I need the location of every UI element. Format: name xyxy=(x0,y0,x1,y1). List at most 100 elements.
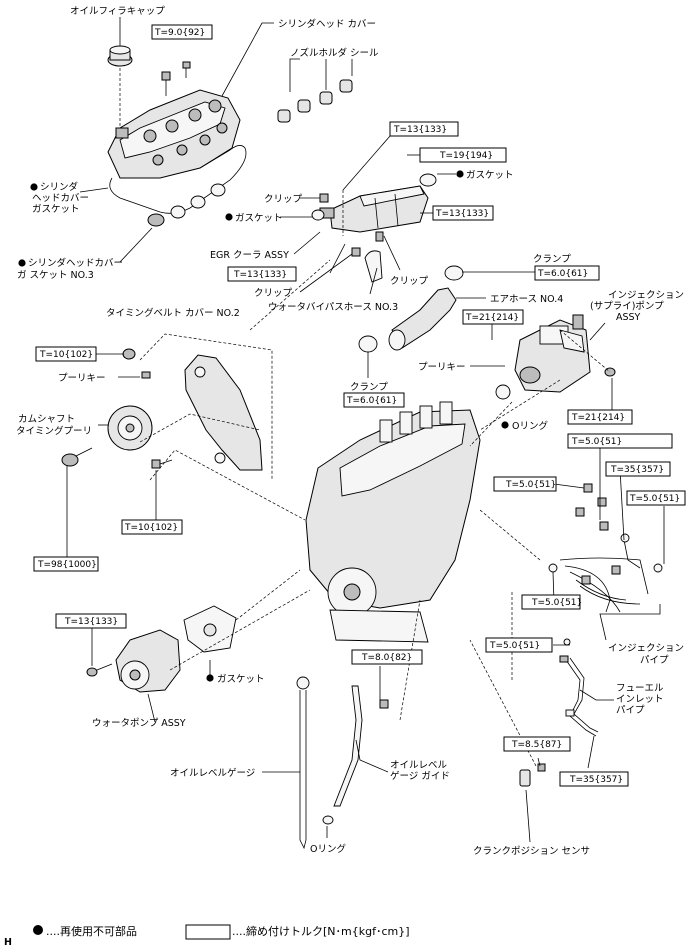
label-cylinder-head-cover-gasket: ガスケット xyxy=(32,204,80,215)
torque-spec-box: T=5.0{51} xyxy=(521,594,582,610)
oil-filler-cap-drawing xyxy=(107,45,133,67)
label-o-ring: Oリング xyxy=(310,843,346,855)
label-fuel-inlet-pipe: パイプ xyxy=(616,705,645,716)
legend-torque-box xyxy=(185,924,231,940)
svg-text:T=6.0{61}: T=6.0{61} xyxy=(537,269,588,279)
label-cylinder-head-cover-gasket-no3: シリンダヘッドカバー xyxy=(28,257,123,269)
label-clip: クリップ xyxy=(264,194,303,205)
part-labels: オイルフィラキャップ シリンダヘッド カバー ノズルホルダ シール シリンダ ヘ… xyxy=(16,6,684,857)
svg-text:T=5.0{51}: T=5.0{51} xyxy=(629,494,680,504)
svg-text:T=6.0{61}: T=6.0{61} xyxy=(346,396,397,406)
label-nozzle-holder-seal: ノズルホルダ シール xyxy=(290,47,379,59)
label-clamp: クランプ xyxy=(350,382,388,393)
torque-spec-box: T=10{102} xyxy=(35,346,97,362)
label-crank-position-sensor: クランクポジション センサ xyxy=(473,846,590,857)
torque-spec-box: T=19{194} xyxy=(419,147,507,163)
label-fuel-inlet-pipe: フューエル xyxy=(616,683,664,694)
label-water-pump-assy: ウォータポンプ ASSY xyxy=(92,718,186,729)
injection-pump-drawing xyxy=(495,314,591,400)
timing-cover-bolt-drawing xyxy=(151,459,173,469)
clamp-upper-drawing xyxy=(444,265,464,281)
svg-text:T=13{133}: T=13{133} xyxy=(233,270,287,280)
label-oil-level-gauge-guide: ゲージ ガイド xyxy=(390,770,450,782)
oil-level-gauge-drawing xyxy=(296,676,310,850)
torque-spec-box: T=5.0{51} xyxy=(567,433,673,449)
svg-text:T=9.0{92}: T=9.0{92} xyxy=(154,28,205,38)
engine-assembly-drawing xyxy=(305,401,481,643)
torque-spec-box: T=9.0{92} xyxy=(151,24,213,40)
egr-cooler-drawing xyxy=(311,173,437,233)
torque-spec-box: T=8.5{87} xyxy=(503,736,571,752)
label-air-hose-no4: エアホース NO.4 xyxy=(490,294,563,305)
torque-spec-box: T=35{357} xyxy=(559,771,629,787)
torque-spec-box: T=6.0{61} xyxy=(534,265,600,281)
svg-text:T=8.5{87}: T=8.5{87} xyxy=(511,740,562,750)
torque-spec-box: T=13{133} xyxy=(389,121,459,137)
cylinder-head-cover-drawing xyxy=(107,89,241,179)
dashed-guide-lines xyxy=(139,190,611,767)
svg-text:T=5.0{51}: T=5.0{51} xyxy=(571,437,622,447)
label-injection-pump-assy: ASSY xyxy=(616,312,641,323)
legend-torque-label: ....締め付けトルク[N･m{kgf･cm}] xyxy=(232,924,410,938)
svg-text:T=35{357}: T=35{357} xyxy=(569,775,623,785)
svg-text:T=5.0{51}: T=5.0{51} xyxy=(505,480,556,490)
label-timing-belt-cover-no2: タイミングベルト カバー NO.2 xyxy=(106,307,240,319)
label-gasket: ガスケット xyxy=(217,674,265,685)
label-injection-pipe: パイプ xyxy=(640,655,669,666)
timing-cover-nut-drawing xyxy=(122,348,136,360)
label-egr-cooler-assy: EGR クーラ ASSY xyxy=(210,250,289,261)
fuel-inlet-pipe-drawing xyxy=(559,638,599,737)
non-reusable-marker xyxy=(501,421,509,429)
torque-spec-box: T=98{1000} xyxy=(33,556,99,572)
non-reusable-marker xyxy=(18,259,26,267)
cover-gasket-rings xyxy=(147,183,226,227)
legend: ....再使用不可部品 ....締め付けトルク[N･m{kgf･cm}] xyxy=(33,924,410,940)
label-cylinder-head-cover-gasket: ヘッドカバー xyxy=(32,193,89,204)
label-injection-pump-assy: インジェクション xyxy=(608,290,684,301)
svg-text:T=19{194}: T=19{194} xyxy=(439,151,493,161)
svg-text:T=21{214}: T=21{214} xyxy=(571,413,625,423)
svg-text:T=10{102}: T=10{102} xyxy=(39,350,93,360)
torque-spec-box: T=8.0{82} xyxy=(351,649,423,665)
crank-position-sensor-drawing xyxy=(519,763,546,787)
label-camshaft-timing-pulley: タイミングプーリ xyxy=(16,425,92,437)
clamp-lower-drawing xyxy=(358,335,378,353)
label-camshaft-timing-pulley: カムシャフト xyxy=(18,414,75,425)
corner-mark: H xyxy=(4,937,12,948)
leader-lines xyxy=(66,17,665,843)
svg-text:T=13{133}: T=13{133} xyxy=(435,209,489,219)
torque-spec-box: T=10{102} xyxy=(121,519,183,535)
torque-spec-box: T=6.0{61} xyxy=(343,392,405,408)
timing-belt-cover-drawing xyxy=(184,354,263,471)
svg-text:T=21{214}: T=21{214} xyxy=(465,313,519,323)
torque-specs: T=9.0{92} T=13{133} T=19{194} T=13{133} … xyxy=(33,24,686,787)
svg-text:T=35{357}: T=35{357} xyxy=(610,465,664,475)
torque-spec-box: T=5.0{51} xyxy=(626,490,686,506)
svg-text:T=13{133}: T=13{133} xyxy=(64,617,118,627)
label-gasket: ガスケット xyxy=(235,213,283,224)
oil-level-gauge-guide-drawing xyxy=(322,685,389,825)
label-oil-filler-cap: オイルフィラキャップ xyxy=(70,6,165,17)
camshaft-pulley-drawing xyxy=(107,405,153,451)
torque-spec-box: T=35{357} xyxy=(605,461,671,477)
injection-pipes-drawing xyxy=(548,483,663,613)
pulley-bolt-drawing xyxy=(61,447,93,467)
label-cylinder-head-cover: シリンダヘッド カバー xyxy=(278,18,376,30)
label-injection-pump-assy: (サプライ)ポンプ xyxy=(590,301,664,312)
air-hose-drawing xyxy=(388,287,457,351)
torque-spec-box: T=21{214} xyxy=(462,309,524,325)
water-pump-drawing xyxy=(86,605,237,693)
torque-spec-box: T=13{133} xyxy=(55,613,127,629)
legend-non-reusable-label: ....再使用不可部品 xyxy=(46,924,137,938)
torque-spec-box: T=5.0{51} xyxy=(485,637,553,653)
svg-text:T=5.0{51}: T=5.0{51} xyxy=(489,641,540,651)
svg-text:T=13{133}: T=13{133} xyxy=(393,125,447,135)
non-reusable-marker xyxy=(30,183,38,191)
svg-text:T=8.0{82}: T=8.0{82} xyxy=(361,653,412,663)
label-injection-pipe: インジェクション xyxy=(608,643,684,654)
torque-spec-box: T=13{133} xyxy=(227,266,297,282)
non-reusable-marker xyxy=(456,170,464,178)
cylinder-head-cover-gasket-drawing xyxy=(109,145,247,214)
label-gasket: ガスケット xyxy=(466,170,514,181)
